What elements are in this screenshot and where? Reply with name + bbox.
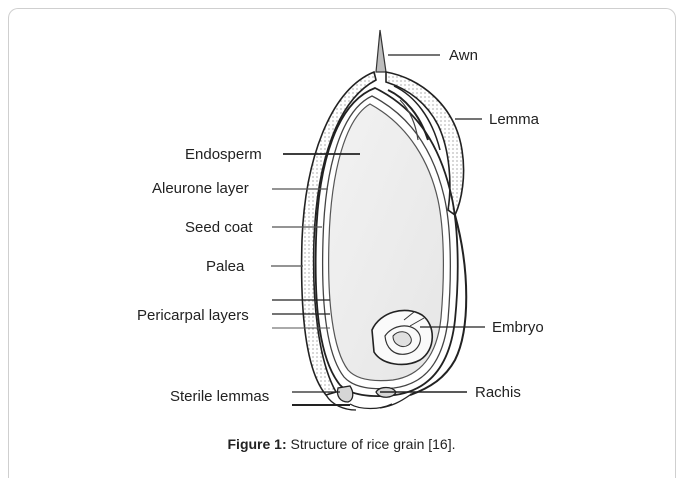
embryo-shape: [372, 310, 432, 364]
awn-shape: [376, 30, 386, 72]
figure-caption: Figure 1: Structure of rice grain [16].: [0, 436, 683, 452]
label-aleurone-layer: Aleurone layer: [152, 180, 249, 197]
label-palea: Palea: [206, 258, 245, 275]
label-embryo: Embryo: [492, 319, 544, 336]
caption-prefix: Figure 1:: [228, 436, 287, 452]
label-lemma: Lemma: [489, 111, 540, 128]
label-rachis: Rachis: [475, 384, 521, 401]
caption-text: Structure of rice grain [16].: [287, 436, 456, 452]
label-pericarpal-layers: Pericarpal layers: [137, 307, 249, 324]
label-sterile-lemmas: Sterile lemmas: [170, 388, 269, 405]
label-awn: Awn: [449, 47, 478, 64]
sterile-lemma-left: [337, 386, 352, 402]
label-seed-coat: Seed coat: [185, 219, 253, 236]
label-endosperm: Endosperm: [185, 146, 262, 163]
